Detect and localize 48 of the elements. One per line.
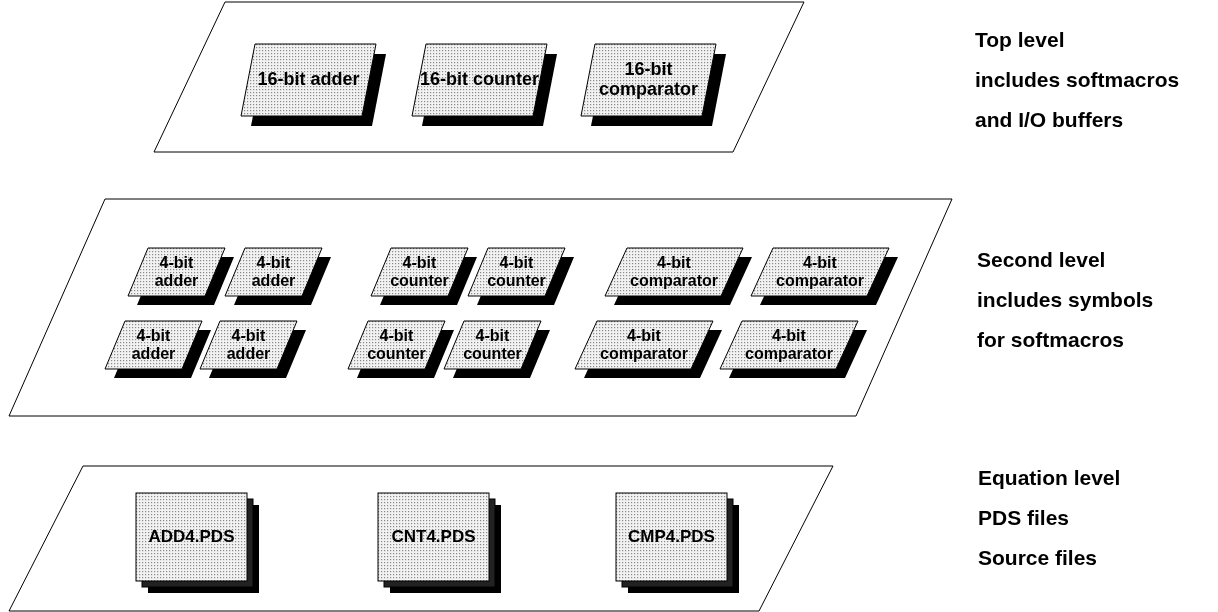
module-label: 4-bit adder bbox=[153, 253, 200, 291]
level-description: Equation level bbox=[978, 466, 1121, 490]
level-description: Source files bbox=[978, 546, 1099, 570]
module-label: 4-bit counter bbox=[462, 326, 523, 364]
level-description: for softmacros bbox=[977, 328, 1126, 352]
module-card bbox=[105, 321, 211, 378]
module-label: 4-bit adder bbox=[130, 326, 177, 364]
module-label: 4-bit counter bbox=[389, 253, 450, 291]
layer-plane bbox=[9, 199, 952, 416]
module-label: CMP4.PDS bbox=[627, 525, 716, 548]
module-card bbox=[241, 44, 386, 126]
module-label: 4-bit counter bbox=[366, 326, 427, 364]
module-label: ADD4.PDS bbox=[147, 525, 236, 548]
module-label: 16-bit adder bbox=[256, 68, 361, 92]
module-card bbox=[575, 321, 722, 378]
module-label: 4-bit adder bbox=[250, 253, 297, 291]
module-card bbox=[225, 248, 331, 305]
module-label: 4-bit comparator bbox=[775, 253, 865, 291]
module-label: 4-bit comparator bbox=[599, 326, 689, 364]
level-description: includes symbols bbox=[977, 288, 1154, 312]
module-label: 16-bit comparator bbox=[598, 58, 699, 101]
level-description: Second level bbox=[977, 248, 1107, 272]
module-label: 16-bit counter bbox=[419, 68, 540, 92]
module-label: 4-bit adder bbox=[225, 326, 272, 364]
module-card bbox=[444, 321, 550, 378]
module-card bbox=[136, 493, 259, 593]
module-card bbox=[616, 493, 739, 593]
module-label: CNT4.PDS bbox=[390, 525, 477, 548]
layer-plane bbox=[154, 2, 804, 152]
module-card bbox=[605, 248, 752, 305]
module-card bbox=[371, 248, 477, 305]
level-description: and I/O buffers bbox=[975, 108, 1125, 132]
level-description: includes softmacros bbox=[975, 68, 1180, 92]
level-description: Top level bbox=[975, 28, 1066, 52]
module-card bbox=[128, 248, 234, 305]
module-label: 4-bit comparator bbox=[744, 326, 834, 364]
module-label: 4-bit counter bbox=[486, 253, 547, 291]
module-card bbox=[581, 44, 726, 126]
module-label: 4-bit comparator bbox=[629, 253, 719, 291]
layer-plane bbox=[9, 466, 833, 611]
module-card bbox=[200, 321, 306, 378]
module-card bbox=[751, 248, 898, 305]
module-card bbox=[412, 44, 557, 126]
module-card bbox=[720, 321, 867, 378]
module-card bbox=[348, 321, 454, 378]
module-card bbox=[378, 493, 501, 593]
level-description: PDS files bbox=[978, 506, 1071, 530]
module-card bbox=[468, 248, 574, 305]
